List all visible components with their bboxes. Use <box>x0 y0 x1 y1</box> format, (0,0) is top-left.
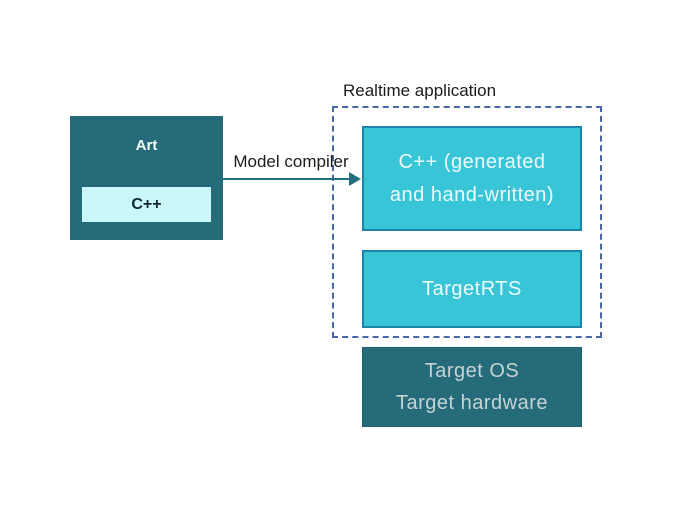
compiler-arrow-line <box>223 178 351 180</box>
generated-cpp-line2: and hand-written) <box>389 183 555 206</box>
art-cpp-label: C++ <box>131 195 162 213</box>
target-platform-box: Target OS Target hardware <box>362 347 582 427</box>
realtime-app-group-border <box>332 106 602 338</box>
target-rts-box: TargetRTS <box>362 250 582 328</box>
art-cpp-box: C++ <box>82 187 211 222</box>
target-os-line: Target OS <box>424 360 520 382</box>
compiler-arrow-label: Model compiler <box>233 152 349 171</box>
compiler-arrow-head-icon <box>349 172 361 186</box>
generated-cpp-line1: C++ (generated <box>398 150 546 173</box>
art-model-box: Art C++ <box>70 116 223 240</box>
target-hardware-line: Target hardware <box>395 392 549 414</box>
generated-cpp-box: C++ (generated and hand-written) <box>362 126 582 231</box>
realtime-app-title: Realtime application <box>343 81 497 100</box>
art-box-title: Art <box>135 137 158 154</box>
target-rts-label: TargetRTS <box>422 277 522 300</box>
